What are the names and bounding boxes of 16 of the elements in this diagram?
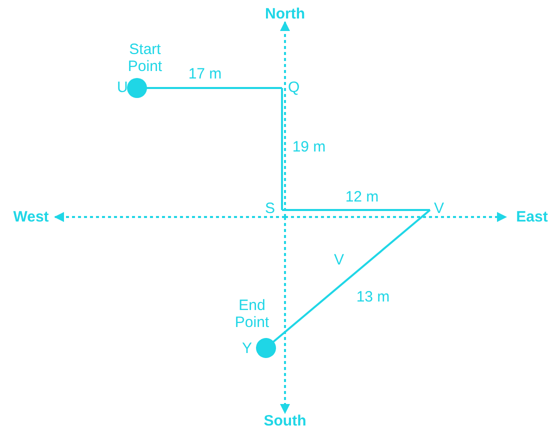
direction-label: North [265,6,305,22]
path-line [127,78,282,98]
point-label: U [117,79,128,96]
direction-label: South [264,412,306,430]
direction-label: East [516,208,548,226]
point-caption: End Point [234,297,270,331]
point-label: Y [242,340,252,357]
path-line [281,88,283,210]
point-label: V [434,200,444,217]
direction-label: West [13,208,49,226]
point-label: Q [288,79,300,96]
point-caption: Start Point [126,41,164,75]
line-label: V [334,252,344,268]
point-label: S [265,200,276,217]
path-line [256,209,431,358]
path-line [282,209,430,211]
